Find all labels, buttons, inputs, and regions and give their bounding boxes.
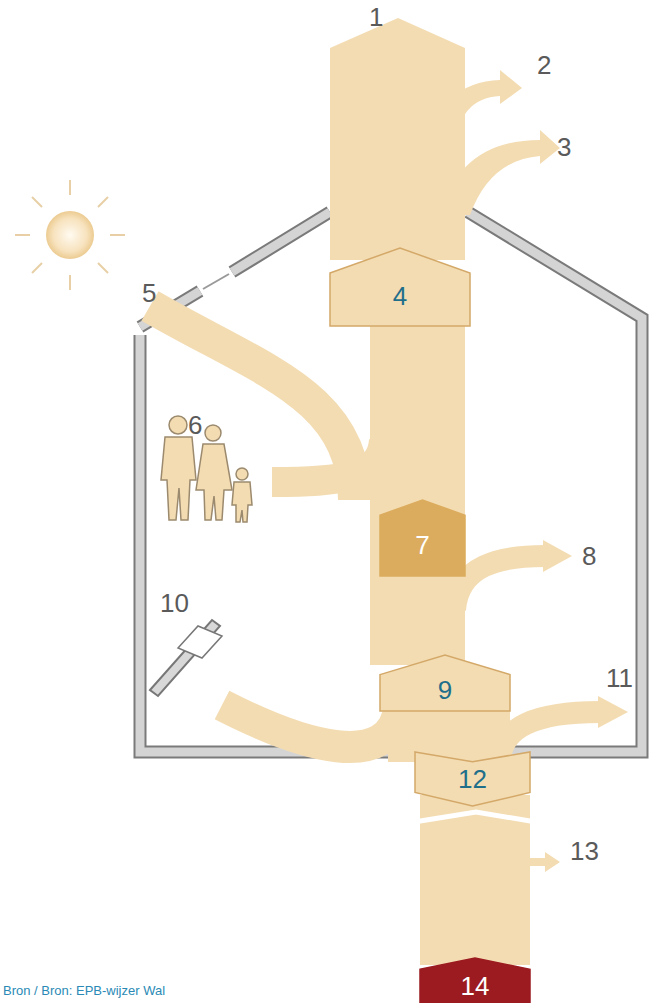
sun — [15, 180, 125, 290]
callout-number: 10 — [160, 590, 189, 616]
callout-number: 8 — [582, 543, 596, 569]
callout-number: 13 — [570, 838, 599, 864]
node-number: 7 — [415, 532, 429, 558]
node-number: 14 — [461, 973, 490, 999]
callout-number: 3 — [557, 134, 571, 160]
family-figures — [161, 416, 252, 522]
source-note: Bron / Bron: EPB-wijzer Wal — [3, 984, 165, 997]
node-number: 4 — [393, 283, 407, 309]
callout-number: 5 — [142, 280, 156, 306]
heat-demand-band: 4 — [330, 248, 470, 326]
node-number: 12 — [458, 766, 487, 792]
solar-panel — [150, 620, 222, 696]
node-number: 9 — [438, 677, 452, 703]
net-demand-box: 7 — [380, 500, 465, 576]
primary-energy-box: 14 — [420, 958, 530, 1003]
energy-flows — [150, 18, 628, 965]
system-loss-band: 9 — [380, 655, 510, 711]
callout-number: 11 — [606, 665, 633, 691]
callout-number: 1 — [369, 4, 383, 30]
callout-number: 6 — [188, 412, 202, 438]
conversion-band: 12 — [415, 752, 530, 806]
house-outline — [140, 212, 642, 752]
callout-number: 2 — [537, 52, 551, 78]
